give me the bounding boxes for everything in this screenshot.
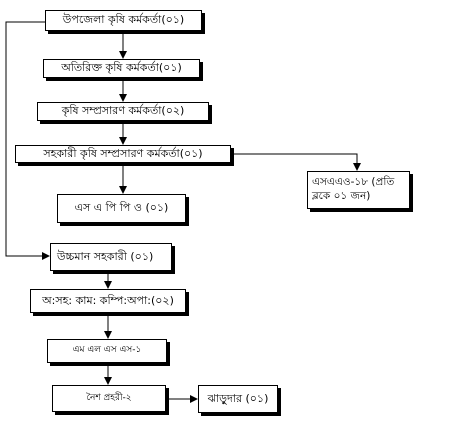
node-sapp-label: এস এ পি পি ও (০১) <box>74 201 169 215</box>
node-office-assistant: অ:সহ: কাম: কম্পি:অপা:(০২) <box>30 289 186 313</box>
node-plant-protection-assistant-label: উচ্চমান সহকারী (০১) <box>57 249 154 263</box>
node-sweeper: ঝাড়ুদার (০১) <box>198 385 278 413</box>
node-sapp: এস এ পি পি ও (০১) <box>57 194 186 223</box>
node-night-guard: নৈশ প্রহরী-২ <box>52 385 166 412</box>
node-mlss-label: এম এল এস এস-১ <box>72 345 142 356</box>
arrow-assistant-to-saao <box>231 153 361 171</box>
node-office-assistant-label: অ:সহ: কাম: কম্পি:অপা:(০২) <box>42 293 174 307</box>
node-saao: এসএএও-১৮ (প্রতি ব্লকে ০১ জন) <box>307 171 410 209</box>
node-additional-officer: অতিরিক্ত কৃষি কর্মকর্তা(০১) <box>43 59 200 78</box>
node-upazila-officer-label: উপজেলা কৃষি কর্মকর্তা(০১) <box>62 13 185 27</box>
node-additional-officer-label: অতিরিক্ত কৃষি কর্মকর্তা(০১) <box>61 61 182 75</box>
node-upazila-officer: উপজেলা কৃষি কর্মকর্তা(০১) <box>45 10 202 31</box>
node-extension-officer-label: কৃষি সম্প্রসারণ কর্মকর্তা(০২) <box>61 104 185 118</box>
node-assistant-extension-officer-label: সহকারী কৃষি সম্প্রসারণ কর্মকর্তা(০১) <box>43 146 203 160</box>
node-assistant-extension-officer: সহকারী কৃষি সম্প্রসারণ কর্মকর্তা(০১) <box>15 145 231 163</box>
arrow-upazila-to-plant-protection <box>5 21 50 260</box>
node-extension-officer: কৃষি সম্প্রসারণ কর্মকর্তা(০২) <box>37 102 209 121</box>
node-plant-protection-assistant: উচ্চমান সহকারী (০১) <box>50 243 172 271</box>
node-saao-label: এসএএও-১৮ (প্রতি ব্লকে ০১ জন) <box>312 176 395 203</box>
node-night-guard-label: নৈশ প্রহরী-২ <box>86 392 132 403</box>
node-sweeper-label: ঝাড়ুদার (০১) <box>207 391 269 405</box>
node-mlss: এম এল এস এস-১ <box>47 339 167 363</box>
